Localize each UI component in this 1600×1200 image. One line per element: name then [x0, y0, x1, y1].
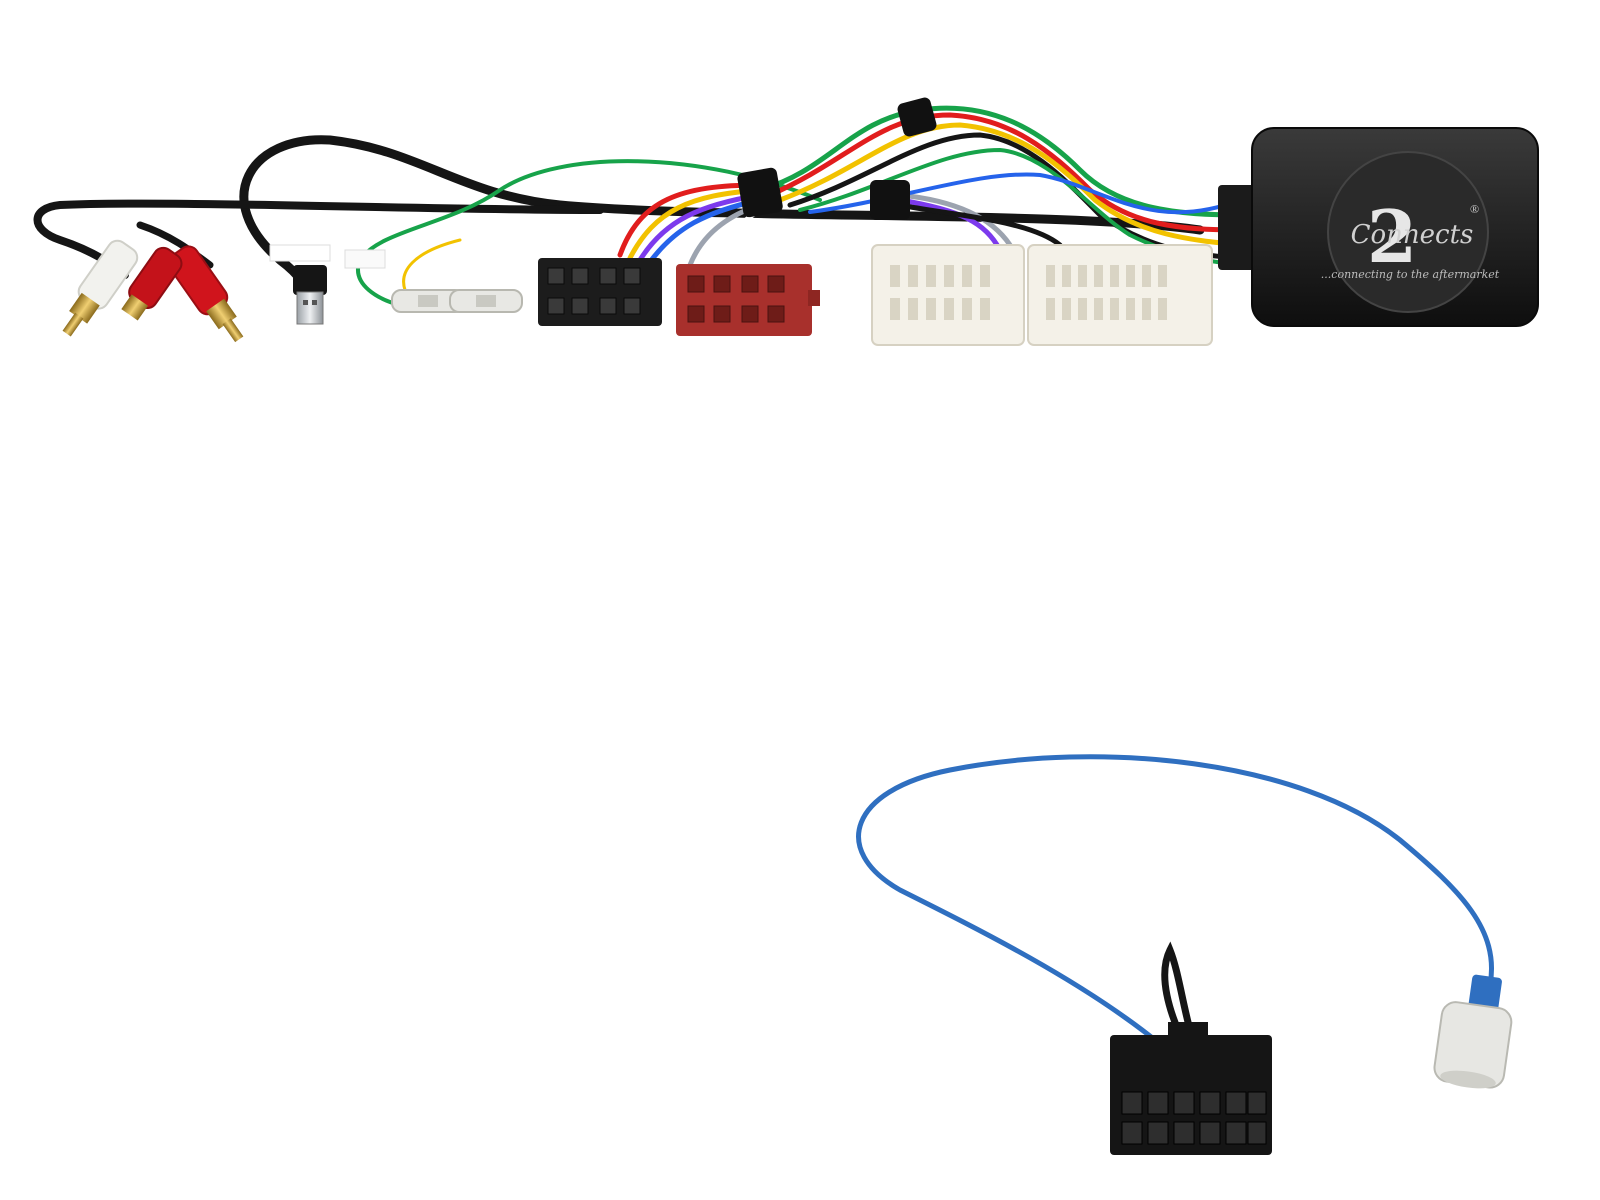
- patch-lead: [856, 754, 1494, 1155]
- iso-black-connector: [538, 258, 662, 326]
- vehicle-harness-plugs: [871, 244, 1213, 346]
- antenna-plug-icon: [1433, 974, 1513, 1089]
- logo-numeral: 2: [1367, 194, 1417, 279]
- harness-plug-icon: [871, 244, 1025, 346]
- bullet-connectors: [344, 249, 523, 313]
- iso-red-connector: [676, 264, 820, 336]
- rca-audio-plugs: [62, 239, 244, 343]
- iso-connector-icon: [676, 264, 820, 336]
- blue-cable: [856, 754, 1494, 1043]
- iso-connector-icon: [538, 258, 662, 326]
- bullet-connector-icon: [391, 289, 523, 313]
- rca-red-plug-icon: [167, 245, 244, 343]
- wire-bundle: [33, 97, 1243, 307]
- logo-tagline: ...connecting to the aftermarket: [1321, 268, 1500, 281]
- interface-module: 2 Connects ® ...connecting to the afterm…: [1218, 127, 1539, 327]
- usb-plug: [269, 244, 331, 325]
- brand-logo-icon: 2 Connects ® ...connecting to the afterm…: [1321, 194, 1500, 281]
- antenna-adapter: [1433, 974, 1513, 1089]
- usb-plug-icon: [296, 291, 324, 325]
- black-cable: [1161, 941, 1194, 1039]
- logo-wordmark: Connects: [1351, 220, 1474, 250]
- rca-white-plug-icon: [62, 239, 139, 337]
- logo-registered: ®: [1470, 202, 1479, 216]
- rca-red-plug-icon: [121, 246, 183, 321]
- molex-connector-icon: [1110, 1022, 1272, 1155]
- harness-plug-icon: [1027, 244, 1213, 346]
